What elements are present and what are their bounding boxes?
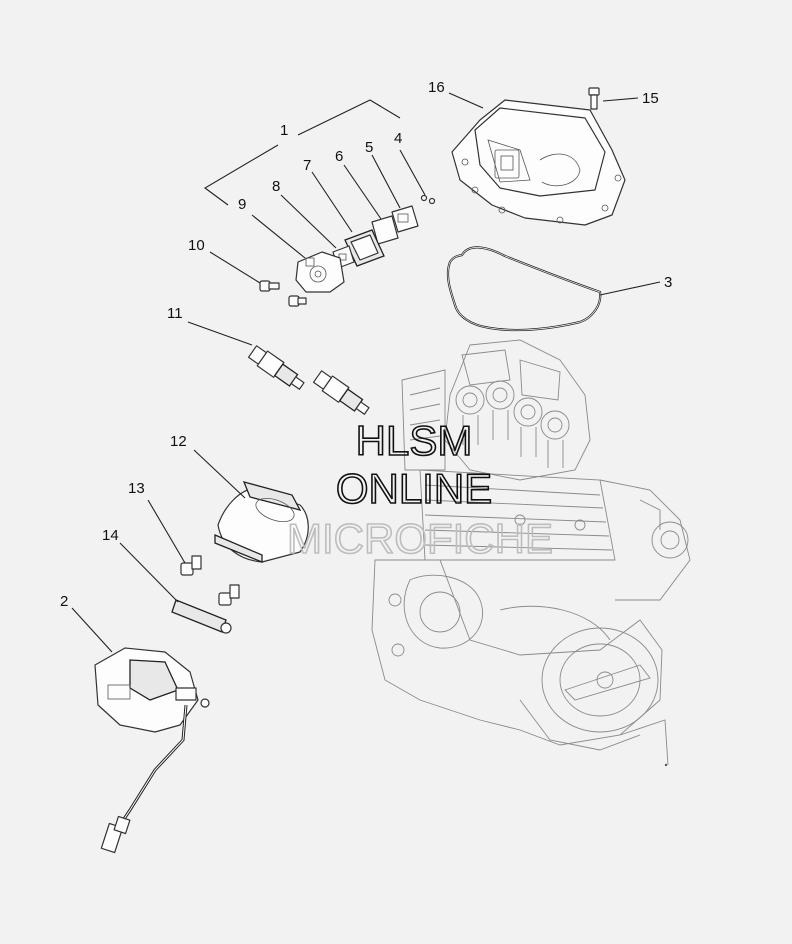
part-2-sensor bbox=[94, 647, 210, 854]
callout-9: 9 bbox=[238, 196, 246, 213]
watermark-line-1: HLSM bbox=[356, 417, 473, 464]
part-14-clamp bbox=[171, 599, 232, 634]
engine-block bbox=[371, 339, 691, 767]
part-13-bolts bbox=[180, 555, 240, 606]
part-11-spark-plugs bbox=[247, 345, 370, 415]
callout-6: 6 bbox=[335, 148, 343, 165]
part-6-plate bbox=[371, 215, 399, 245]
part-3-gasket bbox=[446, 246, 602, 332]
callout-3: 3 bbox=[664, 274, 672, 291]
part-12-intake-boot bbox=[214, 481, 309, 563]
callout-labels: 1 2 3 4 5 6 7 8 9 10 11 12 13 14 15 16 bbox=[60, 79, 672, 610]
leader-lines bbox=[71, 92, 661, 653]
callout-10: 10 bbox=[188, 237, 205, 254]
part-4-small-screws bbox=[420, 194, 436, 205]
watermark: HLSM ONLINE MICROFICHE bbox=[286, 416, 554, 563]
callout-2: 2 bbox=[60, 593, 68, 610]
callout-13: 13 bbox=[128, 480, 145, 497]
part-5-plate bbox=[391, 205, 419, 233]
callout-7: 7 bbox=[303, 157, 311, 174]
callout-14: 14 bbox=[102, 527, 119, 544]
callout-5: 5 bbox=[365, 139, 373, 156]
callout-15: 15 bbox=[642, 90, 659, 107]
part-9-valve bbox=[295, 251, 345, 293]
part-15-bolt bbox=[588, 87, 600, 110]
part-16-cover bbox=[451, 99, 626, 226]
callout-11: 11 bbox=[167, 305, 183, 322]
callout-1: 1 bbox=[280, 122, 288, 139]
part-10-bolts bbox=[259, 280, 307, 307]
part-7-gasket bbox=[344, 229, 385, 267]
watermark-line-3: MICROFICHE bbox=[287, 515, 553, 562]
callout-4: 4 bbox=[394, 130, 402, 147]
callout-16: 16 bbox=[428, 79, 445, 96]
callout-12: 12 bbox=[170, 433, 187, 450]
watermark-line-2: ONLINE bbox=[336, 465, 492, 512]
engine-mark-dot bbox=[664, 763, 668, 767]
callout-8: 8 bbox=[272, 178, 280, 195]
